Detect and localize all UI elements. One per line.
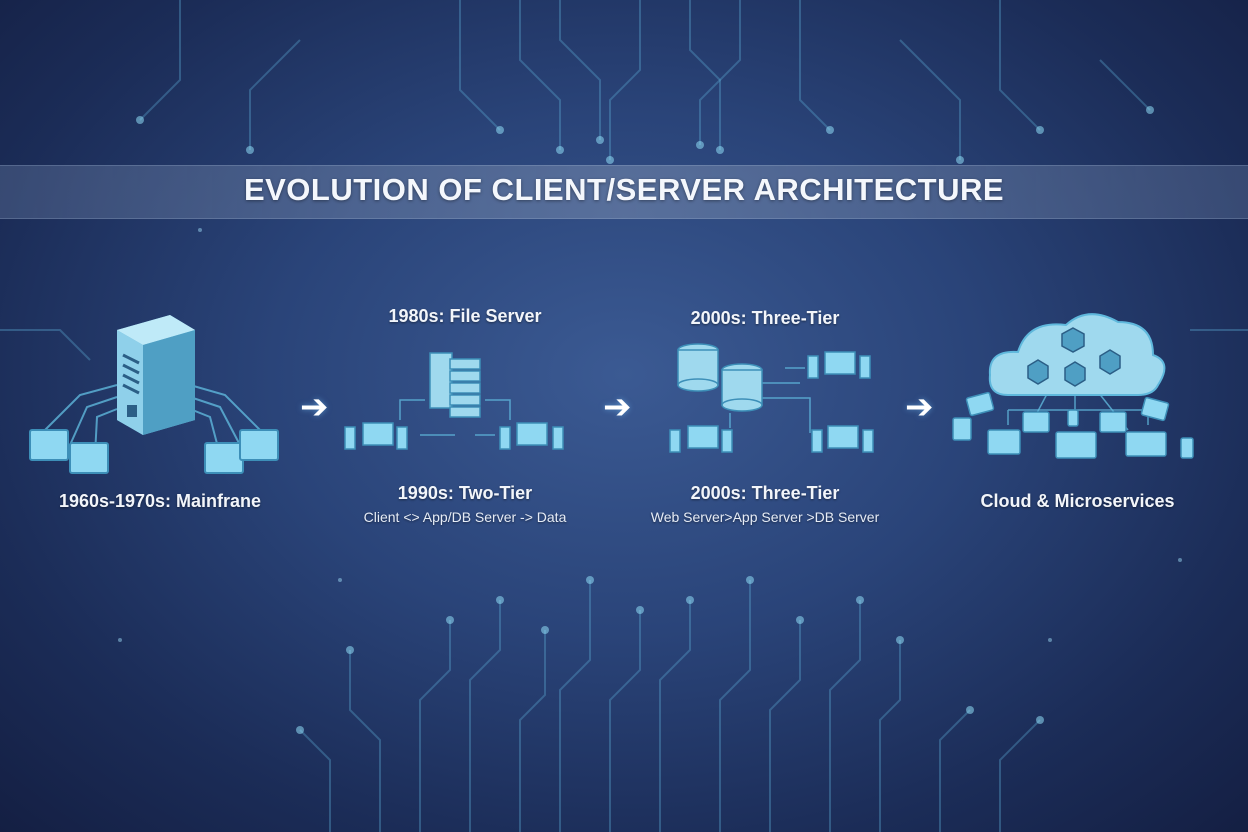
stage-label-three-tier-top: 2000s: Three-Tier	[690, 308, 840, 328]
database-server-icon	[669, 343, 874, 453]
stage-sublabel-two-tier: Client <> App/DB Server -> Data	[363, 509, 567, 525]
stage-label-two-tier: 1990s: Two-Tier	[397, 483, 533, 503]
stage-label-cloud: Cloud & Microservices	[980, 491, 1175, 511]
title-band	[0, 165, 1248, 219]
file-server-icon	[344, 352, 564, 450]
stage-label-file-server: 1980s: File Server	[388, 306, 542, 326]
stage-sublabel-three-tier: Web Server>App Server >DB Server	[650, 509, 880, 525]
page-title: EVOLUTION OF CLIENT/SERVER ARCHITECTURE	[243, 172, 1005, 207]
cloud-icon	[952, 313, 1194, 459]
arrow-icon: ➔	[905, 388, 934, 426]
mainframe-server-icon	[29, 315, 279, 474]
stage-label-mainframe: 1960s-1970s: Mainfrane	[58, 491, 262, 511]
arrow-icon: ➔	[603, 388, 632, 426]
stage-label-three-tier: 2000s: Three-Tier	[690, 483, 840, 503]
arrow-icon: ➔	[300, 388, 329, 426]
